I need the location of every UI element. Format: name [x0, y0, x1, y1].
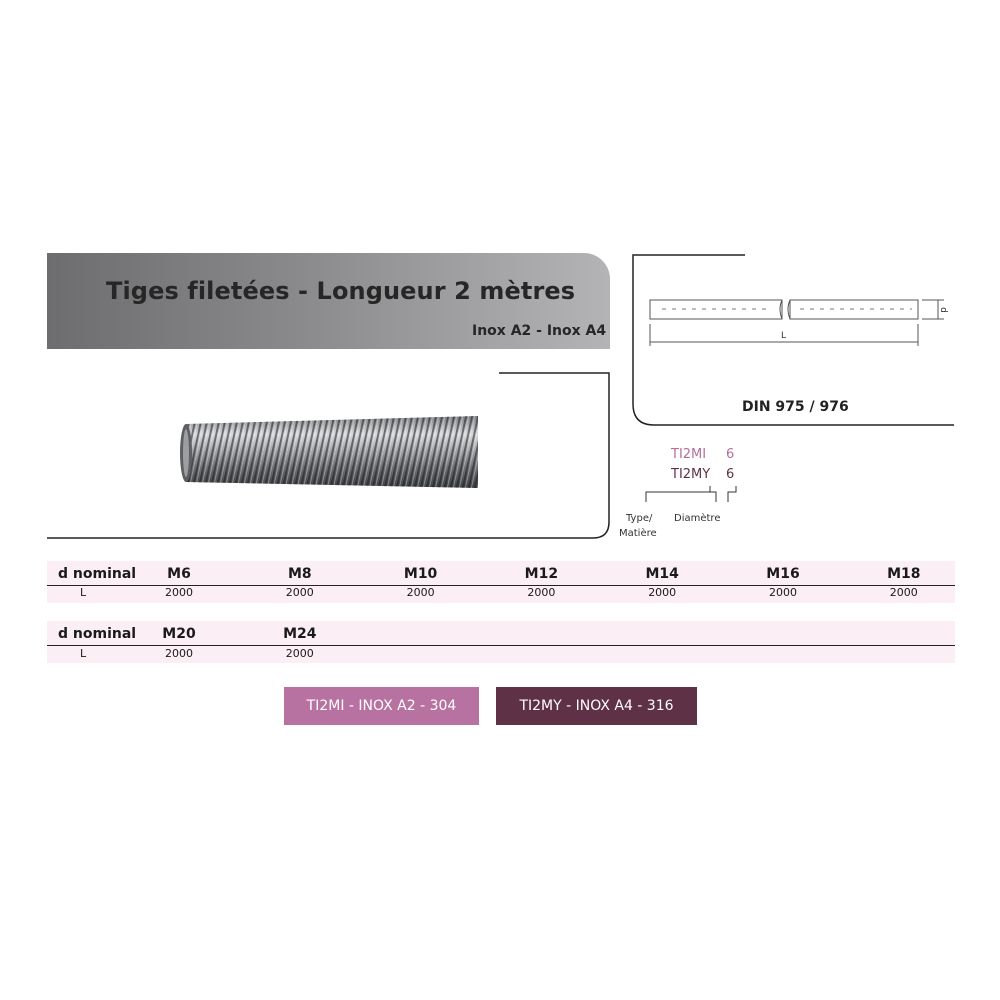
- table1-cell-value: 2000: [889, 586, 918, 599]
- table1-cell-value: 2000: [648, 586, 677, 599]
- page-title: Tiges filetées - Longueur 2 mètres: [106, 277, 576, 305]
- table1-cell-value: 2000: [285, 586, 314, 599]
- code-bracket: [645, 486, 737, 502]
- table1-col-header: M18: [887, 566, 921, 582]
- diagram-frame: [632, 254, 954, 426]
- table2-divider: [47, 645, 955, 646]
- table1-row-header: d nominal: [58, 566, 137, 582]
- product-photo-frame: [47, 372, 610, 539]
- table2-header-band: [47, 621, 955, 645]
- dim-diameter-label: d: [937, 307, 948, 313]
- table1-cell-value: 2000: [165, 586, 193, 599]
- table1-col-header: M14: [645, 566, 679, 582]
- table1-divider: [47, 585, 955, 586]
- table2-cell-value: 2000: [285, 647, 314, 660]
- type-label: Type/: [626, 513, 653, 524]
- code-number-a4: 6: [726, 467, 735, 482]
- table2-cell-value: 2000: [165, 647, 193, 660]
- diameter-label: Diamètre: [674, 513, 721, 524]
- table1-row-sub: L: [80, 586, 87, 599]
- table1-header-band: [47, 561, 955, 585]
- table2-row-sub: L: [80, 647, 87, 660]
- material-label: Matière: [619, 528, 657, 539]
- table2-value-band: [47, 646, 955, 663]
- table2-row-header: d nominal: [58, 626, 137, 642]
- table1-col-header: M10: [403, 566, 438, 582]
- header-banner: [47, 253, 610, 349]
- table1-col-header: M8: [287, 566, 312, 582]
- code-prefix-a4: TI2MY: [671, 467, 711, 482]
- table2-col-header: M24: [283, 626, 317, 642]
- threaded-rod-image: [180, 416, 478, 488]
- legend-inox-a2: TI2MI - INOX A2 - 304: [284, 687, 479, 725]
- table1-col-header: M12: [524, 566, 559, 582]
- code-prefix-a2: TI2MI: [671, 447, 707, 462]
- table1-cell-value: 2000: [406, 586, 435, 599]
- table1-value-band: [47, 586, 955, 603]
- legend-inox-a4: TI2MY - INOX A4 - 316: [496, 687, 697, 725]
- din-standard: DIN 975 / 976: [742, 399, 849, 415]
- dim-length-label: L: [781, 331, 787, 341]
- code-number-a2: 6: [726, 447, 735, 462]
- table1-col-header: M6: [167, 566, 191, 582]
- table1-cell-value: 2000: [527, 586, 556, 599]
- page-subtitle: Inox A2 - Inox A4: [472, 323, 607, 339]
- table2-col-header: M20: [162, 626, 196, 642]
- table1-col-header: M16: [766, 566, 800, 582]
- table1-cell-value: 2000: [769, 586, 797, 599]
